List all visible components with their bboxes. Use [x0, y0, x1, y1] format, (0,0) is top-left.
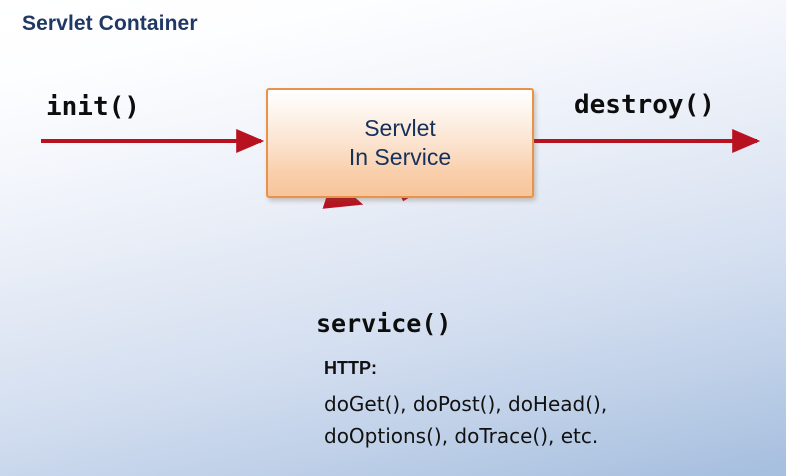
servlet-box-line-2: In Service [348, 144, 452, 170]
destroy-label: destroy() [574, 90, 715, 120]
init-label: init() [46, 92, 140, 122]
http-methods-line-2: doOptions(), doTrace(), etc. [324, 424, 599, 448]
servlet-box-line-1: Servlet [364, 115, 436, 142]
page-title: Servlet Container [22, 12, 198, 35]
servlet-in-service-box: Servlet In Service [266, 88, 534, 198]
http-heading: HTTP: [324, 358, 377, 378]
http-methods-line-1: doGet(), doPost(), doHead(), [324, 392, 608, 416]
service-label: service() [316, 309, 452, 338]
